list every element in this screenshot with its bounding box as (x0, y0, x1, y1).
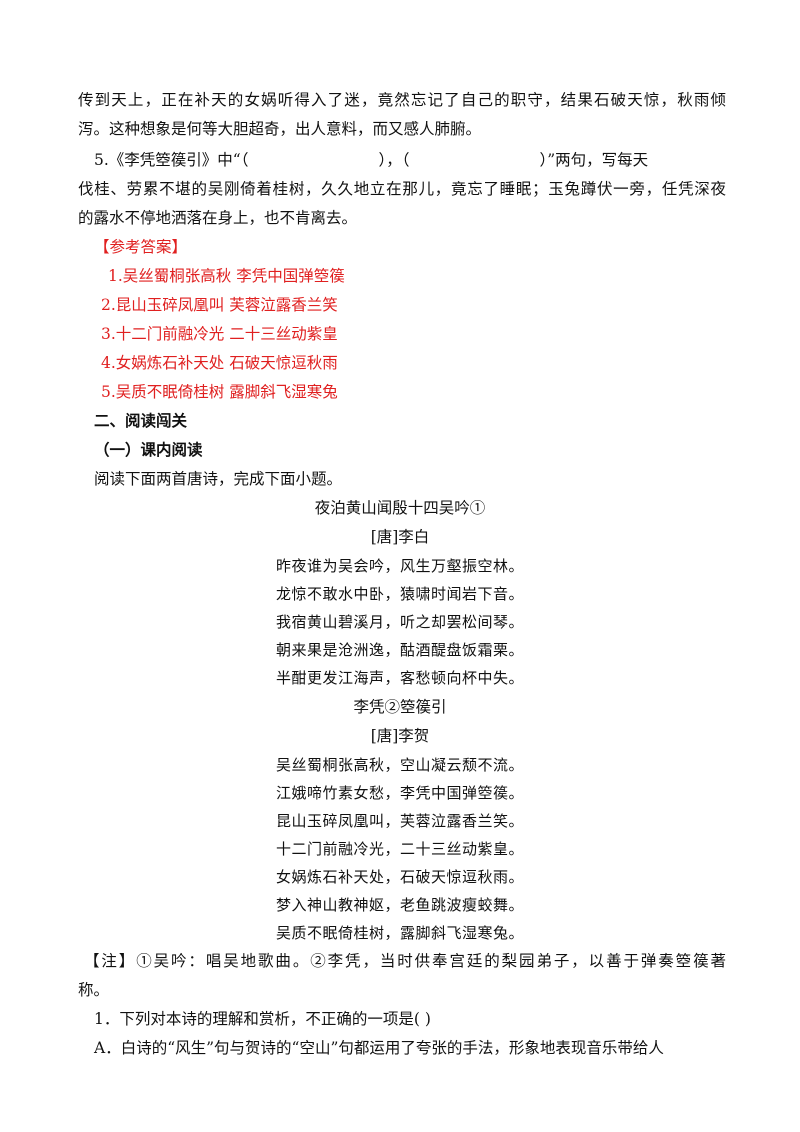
poem1-line-1: 昨夜谁为吴会吟，风生万壑振空林。 (275, 557, 524, 575)
answer-heading: 【参考答案】 (94, 238, 188, 256)
poem2-line-6: 梦入神山教神妪，老鱼跳波瘦蛟舞。 (275, 896, 524, 914)
intro-line-1: 传到天上，正在补天的女娲听得入了迷，竟然忘记了自己的职守，结果石破天惊，秋雨倾 (78, 91, 726, 109)
poem1-line-3: 我宿黄山碧溪月，听之却罢松间琴。 (275, 613, 524, 631)
answer-item-1: 1.吴丝蜀桐张高秋 李凭中国弹箜篌 (108, 267, 345, 285)
poem2-title: 李凭②箜篌引 (353, 698, 447, 716)
q5-line-1: 5.《李凭箜篌引》中“（ ），（ ）”两句，写每天 (94, 150, 726, 170)
poem2-line-4: 十二门前融冷光，二十三丝动紫皇。 (275, 840, 524, 858)
poem1-title: 夜泊黄山闻殷十四吴吟① (314, 499, 486, 517)
note-line-1: 【注】①吴吟：唱吴地歌曲。②李凭，当时供奉宫廷的梨园弟子，以善于弹奏箜篌著 (84, 952, 726, 970)
intro-line-2: 泻。这种想象是何等大胆超奇，出人意料，而又感人肺腑。 (78, 120, 482, 138)
poem2-line-5: 女娲炼石补天处，石破天惊逗秋雨。 (275, 868, 524, 886)
q5-line-2: 伐桂、劳累不堪的吴刚倚着桂树，久久地立在那儿，竟忘了睡眠；玉兔蹲伏一旁，任凭深夜 (78, 180, 726, 198)
q5-prefix: 5.《李凭箜篌引》中“（ (94, 151, 249, 169)
note-line-2: 称。 (78, 981, 110, 999)
poem1-author: [唐]李白 (370, 528, 430, 546)
poem1-line-5: 半酣更发江海声，客愁顿向杯中失。 (275, 669, 524, 687)
q5-line-3: 的露水不停地洒落在身上，也不肯离去。 (78, 209, 358, 227)
q5-suffix: ）”两句，写每天 (539, 151, 649, 169)
poem2-line-2: 江娥啼竹素女愁，李凭中国弹箜篌。 (275, 784, 524, 802)
poem2-line-1: 吴丝蜀桐张高秋，空山凝云颓不流。 (275, 756, 524, 774)
answer-item-2: 2.昆山玉碎凤凰叫 芙蓉泣露香兰笑 (101, 296, 338, 314)
section-title: 二、阅读闯关 (94, 412, 188, 430)
reading-instruction: 阅读下面两首唐诗，完成下面小题。 (94, 470, 343, 488)
answer-item-4: 4.女娲炼石补天处 石破天惊逗秋雨 (101, 354, 338, 372)
poem2-line-7: 吴质不眠倚桂树，露脚斜飞湿寒兔。 (275, 924, 524, 942)
q5-mid: ），（ (378, 151, 410, 169)
answer-item-5: 5.吴质不眠倚桂树 露脚斜飞湿寒兔 (101, 383, 338, 401)
poem1-line-4: 朝来果是沧洲逸，酤酒醍盘饭霜栗。 (275, 641, 524, 659)
question-1-option-a: A．白诗的“风生”句与贺诗的“空山”句都运用了夸张的手法，形象地表现音乐带给人 (94, 1039, 664, 1057)
poem2-line-3: 昆山玉碎凤凰叫，芙蓉泣露香兰笑。 (275, 812, 524, 830)
answer-item-3: 3.十二门前融冷光 二十三丝动紫皇 (101, 325, 338, 343)
section-subtitle: （一）课内阅读 (94, 441, 203, 459)
poem1-line-2: 龙惊不敢水中卧，猿啸时闻岩下音。 (275, 585, 524, 603)
poem2-author: [唐]李贺 (370, 727, 430, 745)
question-1-stem: 1．下列对本诗的理解和赏析，不正确的一项是( ) (94, 1010, 431, 1028)
